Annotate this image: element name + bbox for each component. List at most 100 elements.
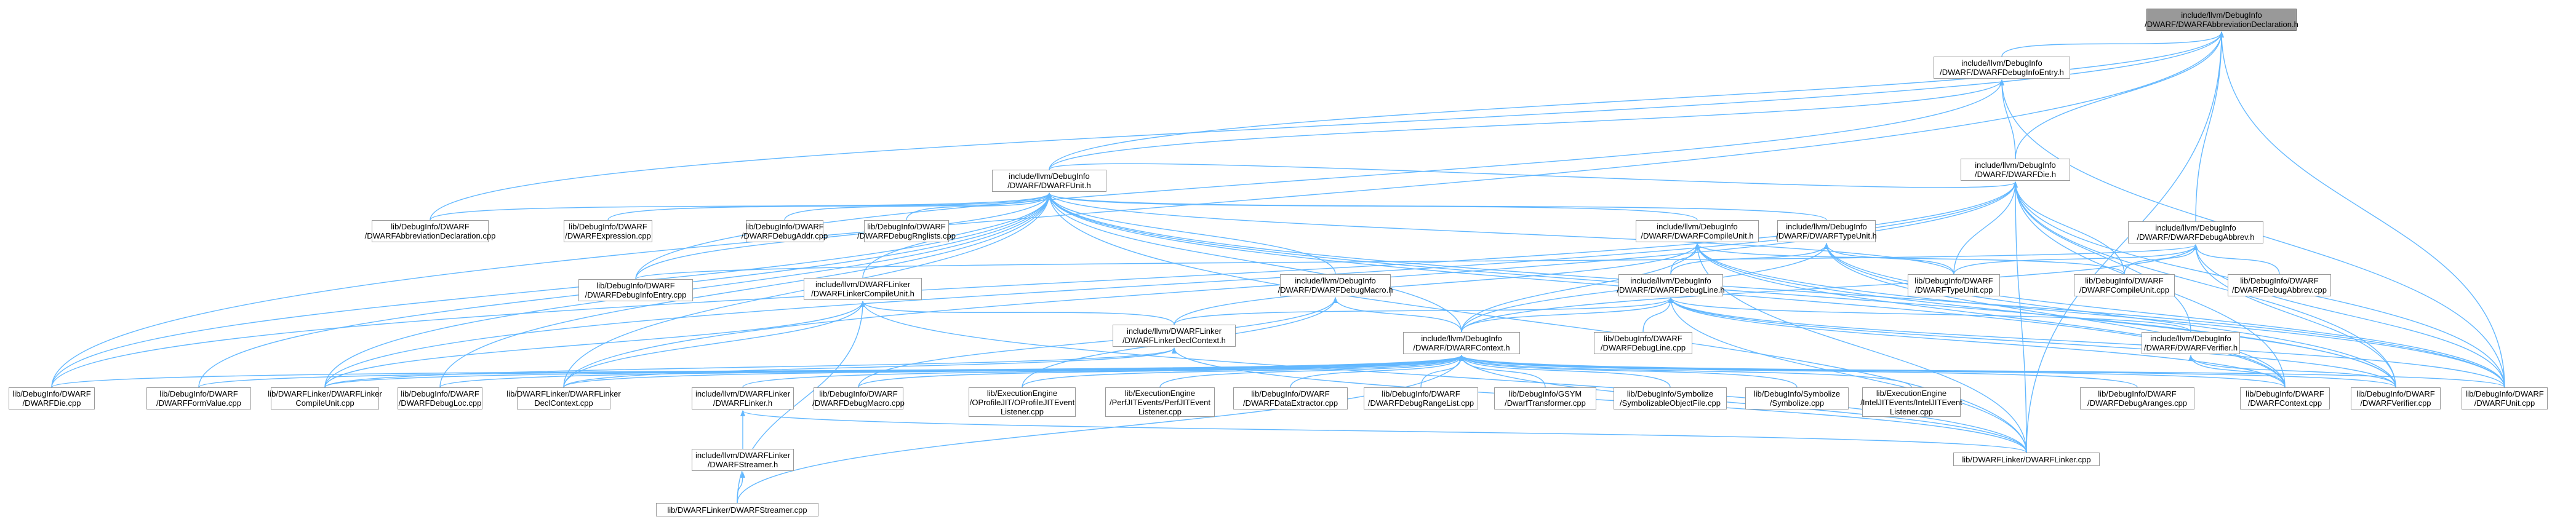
graph-node[interactable]: include/llvm/DebugInfo/DWARF/DWARFDebugA…: [2128, 221, 2263, 243]
graph-node[interactable]: lib/DebugInfo/DWARF/DWARFTypeUnit.cpp: [1908, 274, 2000, 296]
graph-node-label: /OProfileJIT/OProfileJITEvent: [969, 397, 1075, 407]
include-edge: [1670, 243, 1700, 275]
graph-node-label: lib/DebugInfo/DWARF: [12, 389, 91, 398]
graph-node-label: lib/DebugInfo/GSYM: [1508, 389, 1582, 398]
graph-node[interactable]: include/llvm/DebugInfo/DWARF/DWARFCompil…: [1636, 220, 1759, 242]
include-edge: [2188, 355, 2396, 388]
include-edge: [324, 301, 865, 388]
graph-node[interactable]: lib/DebugInfo/DWARF/DWARFExpression.cpp: [564, 220, 652, 242]
include-edge: [1047, 192, 2027, 453]
graph-node[interactable]: lib/DebugInfo/DWARF/DWARFDebugAddr.cpp: [742, 220, 828, 242]
graph-node[interactable]: lib/DebugInfo/Symbolize/Symbolize.cpp: [1745, 387, 1849, 409]
graph-node-label: /PerfJITEvents/PerfJITEvent: [1110, 397, 1210, 407]
graph-node[interactable]: lib/ExecutionEngine/OProfileJIT/OProfile…: [969, 387, 1076, 417]
graph-node-label: include/llvm/DebugInfo: [1630, 276, 1711, 285]
graph-node[interactable]: lib/DebugInfo/DWARF/DWARFDebugAranges.cp…: [2080, 387, 2194, 409]
graph-node-label: /DWARFStreamer.h: [707, 460, 778, 469]
graph-node-label: lib/DWARFLinker/DWARFLinker.cpp: [1962, 454, 2091, 464]
graph-node[interactable]: include/llvm/DebugInfo/DWARF/DWARFDebugL…: [1617, 274, 1725, 296]
include-edge: [635, 192, 1052, 280]
include-edge: [2001, 31, 2224, 57]
include-edge: [563, 347, 1177, 388]
graph-node-label: DeclContext.cpp: [534, 398, 593, 408]
graph-node-label: /IntelJITEvents/IntelJITEvent: [1860, 397, 1962, 407]
graph-node-label: /DWARFDebugRangeList.cpp: [1367, 398, 1474, 408]
graph-node[interactable]: lib/DebugInfo/DWARF/DWARFVerifier.cpp: [2351, 387, 2441, 409]
graph-node[interactable]: include/llvm/DebugInfo/DWARF/DWARFContex…: [1403, 332, 1520, 354]
graph-node[interactable]: include/llvm/DebugInfo/DWARF/DWARFTypeUn…: [1776, 220, 1877, 242]
graph-node[interactable]: include/llvm/DebugInfo/DWARF/DWARFDie.h: [1961, 159, 2070, 181]
graph-node[interactable]: lib/ExecutionEngine/PerfJITEvents/PerfJI…: [1105, 387, 1215, 417]
graph-node-label: /DWARFDebugAddr.cpp: [741, 231, 828, 240]
graph-node[interactable]: lib/DebugInfo/GSYM/DwarfTransformer.cpp: [1494, 387, 1596, 409]
graph-node[interactable]: include/llvm/DebugInfo/DWARF/DWARFDebugI…: [1934, 57, 2070, 79]
graph-node-label: /DWARF/DWARFVerifier.h: [2143, 343, 2238, 352]
graph-node-label: /DWARF/DWARFTypeUnit.h: [1776, 231, 1877, 240]
include-edge: [2219, 31, 2505, 388]
graph-node[interactable]: lib/DebugInfo/DWARF/DWARFDebugRnglists.c…: [857, 220, 956, 242]
include-edge: [906, 192, 1052, 221]
graph-node-label: /DWARFUnit.cpp: [2474, 398, 2535, 408]
graph-node-root[interactable]: include/llvm/DebugInfo/DWARF/DWARFAbbrev…: [2145, 9, 2298, 31]
include-edge: [860, 301, 2027, 453]
graph-node[interactable]: lib/DebugInfo/DWARF/DWARFUnit.cpp: [2462, 387, 2548, 409]
graph-node[interactable]: include/llvm/DebugInfo/DWARF/DWARFVerifi…: [2142, 332, 2240, 354]
graph-node[interactable]: include/llvm/DWARFLinker/DWARFStreamer.h: [692, 449, 794, 471]
include-edge: [1670, 243, 1829, 275]
graph-node-label: /DWARFDebugAranges.cpp: [2087, 398, 2188, 408]
graph-node-label: lib/DebugInfo/DWARF: [1251, 389, 1330, 398]
graph-node[interactable]: lib/DebugInfo/DWARF/DWARFDebugMacro.cpp: [812, 387, 905, 409]
graph-node[interactable]: lib/DebugInfo/Symbolize/SymbolizableObje…: [1614, 387, 1727, 409]
graph-node[interactable]: lib/DebugInfo/DWARF/DWARFContext.cpp: [2240, 387, 2330, 409]
include-edge: [324, 347, 1177, 388]
include-edge: [1159, 355, 1464, 388]
graph-node[interactable]: lib/DebugInfo/DWARF/DWARFDebugInfoEntry.…: [578, 279, 693, 301]
graph-node-label: /DWARF/DWARFDie.h: [1975, 170, 2056, 179]
include-edge: [2193, 244, 2280, 275]
graph-node[interactable]: include/llvm/DWARFLinker/DWARFLinker.h: [692, 387, 794, 409]
graph-node-label: lib/DebugInfo/DWARF: [2085, 276, 2164, 285]
graph-node[interactable]: lib/DebugInfo/DWARF/DWARFAbbreviationDec…: [365, 220, 495, 242]
graph-node-label: lib/DebugInfo/DWARF: [401, 389, 479, 398]
include-edge: [1459, 355, 1798, 388]
include-edge: [1824, 243, 2286, 388]
include-edge: [1290, 355, 1464, 388]
graph-node[interactable]: include/llvm/DebugInfo/DWARF/DWARFDebugM…: [1278, 274, 1393, 296]
include-edge: [1047, 192, 2505, 388]
graph-node[interactable]: lib/DebugInfo/DWARF/DWARFCompileUnit.cpp: [2074, 274, 2175, 296]
include-edge: [1459, 355, 1671, 388]
graph-node-label: /DwarfTransformer.cpp: [1505, 398, 1586, 408]
include-edge: [2013, 181, 2027, 453]
graph-node[interactable]: lib/DebugInfo/DWARF/DWARFDebugLoc.cpp: [398, 387, 482, 409]
graph-node[interactable]: lib/DebugInfo/DWARF/DWARFDataExtractor.c…: [1233, 387, 1348, 409]
graph-node[interactable]: include/llvm/DebugInfo/DWARF/DWARFUnit.h: [992, 170, 1106, 192]
graph-node[interactable]: lib/DebugInfo/DWARF/DWARFDebugLine.cpp: [1594, 332, 1692, 354]
include-edge: [2015, 31, 2224, 159]
include-edge: [1047, 192, 1827, 221]
graph-node[interactable]: include/llvm/DWARFLinker/DWARFLinkerDecl…: [1113, 325, 1236, 347]
graph-node-label: /DWARFDebugRnglists.cpp: [857, 231, 956, 240]
graph-node-label: /DWARFDebugAbbrev.cpp: [2232, 285, 2327, 295]
include-edge: [51, 181, 2018, 388]
graph-node[interactable]: include/llvm/DWARFLinker/DWARFLinkerComp…: [804, 278, 922, 300]
graph-node[interactable]: lib/DebugInfo/DWARF/DWARFDebugAbbrev.cpp: [2228, 274, 2331, 296]
graph-node[interactable]: lib/DebugInfo/DWARF/DWARFDie.cpp: [9, 387, 95, 409]
graph-node-label: /DWARFDie.cpp: [22, 398, 81, 408]
include-edge: [2013, 181, 2396, 388]
include-edge: [2195, 31, 2224, 222]
graph-node-label: /DWARFDebugLine.cpp: [1600, 343, 1686, 352]
graph-node-label: lib/DebugInfo/DWARF: [745, 222, 824, 231]
include-edge: [430, 192, 1052, 221]
graph-node[interactable]: lib/DWARFLinker/DWARFLinker.cpp: [1953, 453, 2100, 466]
graph-node[interactable]: lib/DebugInfo/DWARF/DWARFDebugRangeList.…: [1364, 387, 1478, 409]
graph-node[interactable]: lib/ExecutionEngine/IntelJITEvents/Intel…: [1860, 387, 1962, 417]
graph-node-label: /DWARF/DWARFDebugLine.h: [1617, 285, 1725, 295]
graph-node[interactable]: lib/DebugInfo/DWARF/DWARFFormValue.cpp: [146, 387, 251, 409]
include-edge: [1459, 355, 2286, 388]
include-edge: [784, 192, 1052, 221]
graph-node[interactable]: lib/DWARFLinker/DWARFStreamer.cpp: [656, 503, 818, 516]
graph-node-label: include/llvm/DWARFLinker: [695, 389, 791, 398]
